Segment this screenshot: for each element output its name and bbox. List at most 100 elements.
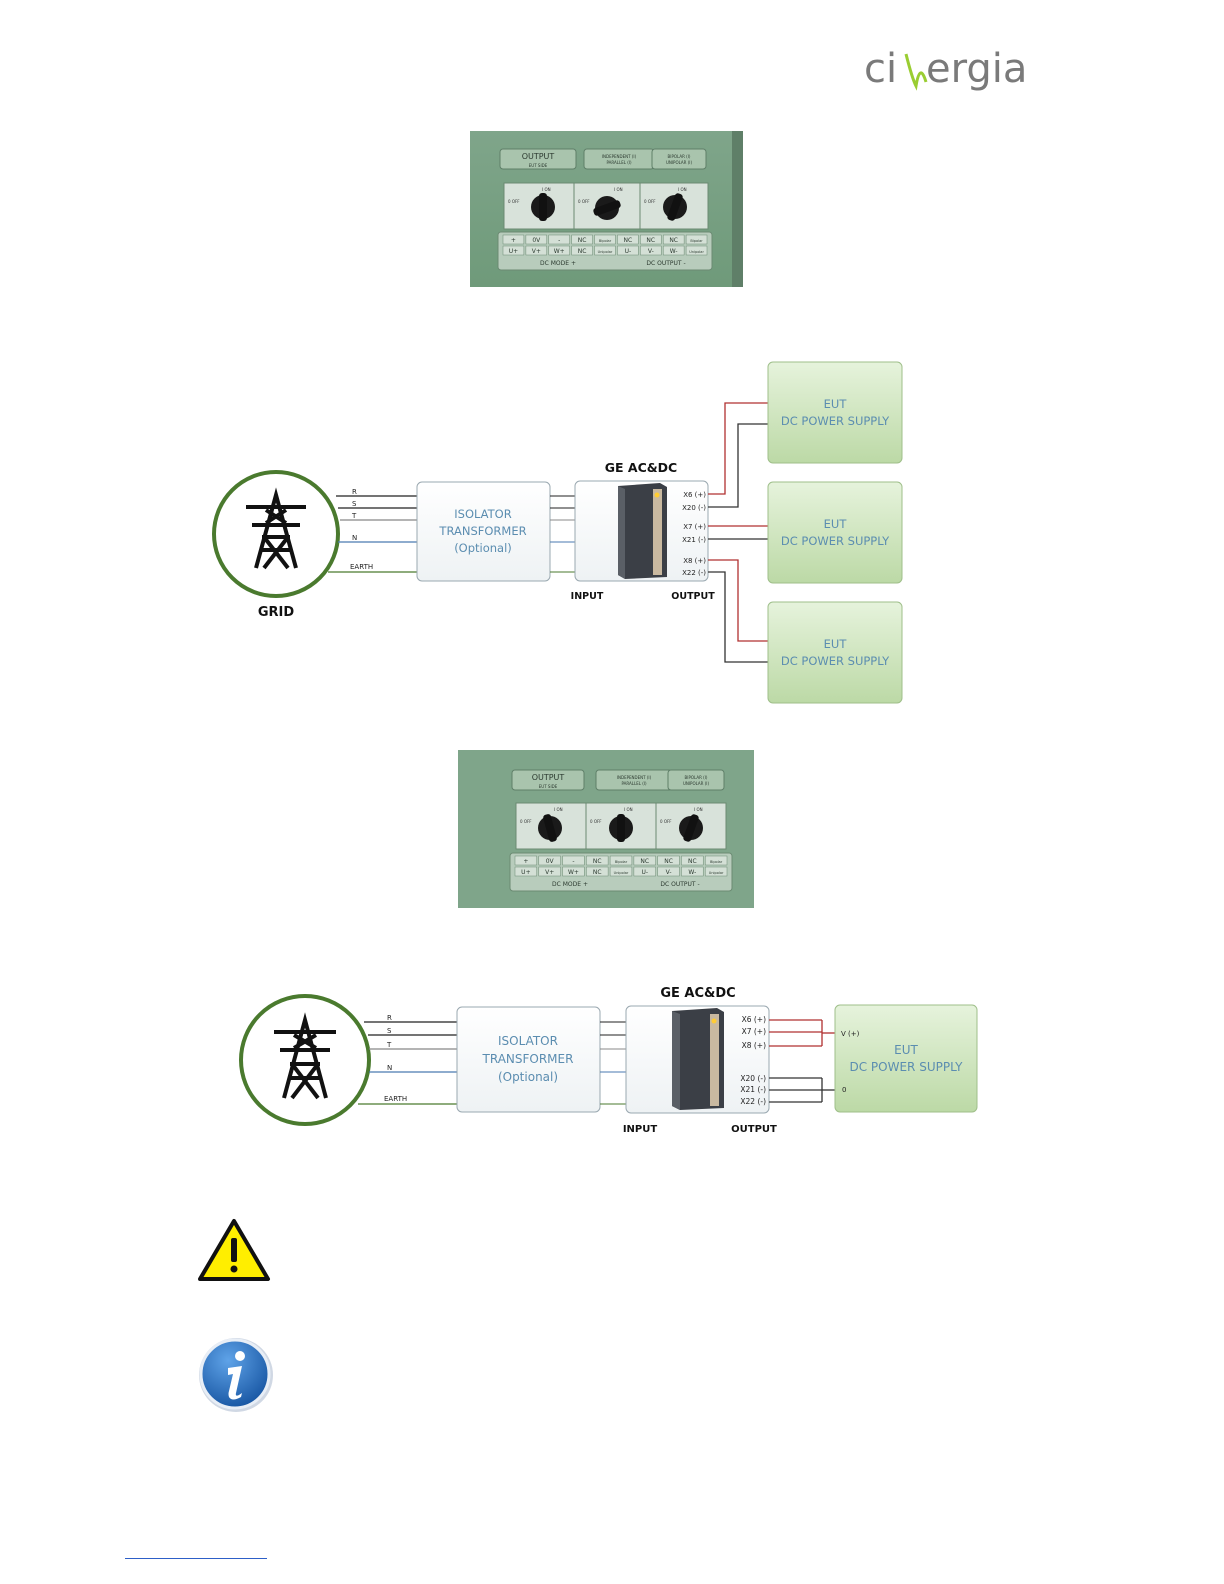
terminal-cell-label: Unipolar	[709, 871, 724, 875]
warning-triangle-icon	[197, 1218, 271, 1282]
terminal-cell	[681, 866, 704, 877]
terminal-x7: X7 (+)	[683, 523, 706, 531]
eut2-line2: DC POWER SUPPLY	[781, 534, 890, 548]
terminal-cell-label: Bipolar	[710, 860, 723, 864]
grid-circle-2	[239, 994, 371, 1126]
terminal-cell-label: Bipolar	[615, 860, 628, 864]
terminal-cell	[525, 234, 548, 245]
terminal-cell	[586, 855, 609, 866]
terminal-x21: X21 (-)	[682, 536, 706, 544]
terminal-cell-label: -	[558, 237, 560, 244]
terminal-cell	[640, 234, 662, 245]
d2-terminal-x22: X22 (-)	[740, 1097, 766, 1106]
line-earth-label: EARTH	[350, 563, 373, 571]
photo1-label-eut-side: EUT SIDE	[529, 163, 548, 168]
terminal-cell	[657, 866, 680, 877]
terminal-cell	[704, 855, 728, 866]
terminal-cell	[633, 855, 656, 866]
terminal-cell	[502, 234, 525, 245]
terminal-cell-label: NC	[669, 237, 678, 244]
photo2-knob2-on: I ON	[624, 807, 633, 812]
d2-isolator-line3: (Optional)	[498, 1070, 558, 1084]
isolator-line3: (Optional)	[454, 541, 512, 555]
terminal-cell-label: V+	[532, 248, 541, 255]
photo2-label-parallel: PARALLEL (I)	[621, 781, 646, 786]
d2-terminal-x7: X7 (+)	[742, 1027, 767, 1036]
d2-terminal-x8: X8 (+)	[742, 1041, 767, 1050]
terminal-cell	[594, 245, 616, 256]
photo1-label-parallel: PARALLEL (I)	[606, 160, 631, 165]
terminal-cell	[502, 245, 525, 256]
terminal-cell	[704, 866, 728, 877]
terminal-cell-label: NC	[646, 237, 655, 244]
ge-cabinet-icon	[618, 483, 667, 579]
eut1-line1: EUT	[824, 397, 848, 411]
terminal-cell-label: NC	[688, 858, 697, 865]
d2-line-s-label: S	[387, 1027, 392, 1035]
line-t-label: T	[351, 512, 357, 520]
photo1-label-output: OUTPUT	[522, 152, 555, 161]
grid-label: GRID	[258, 605, 295, 620]
terminal-cell-label: Bipolar	[599, 239, 612, 243]
d2-eut-line1: EUT	[894, 1043, 918, 1057]
photo1-knob3-on: I ON	[678, 187, 687, 192]
terminal-x20: X20 (-)	[682, 504, 706, 512]
terminal-x6: X6 (+)	[683, 491, 706, 499]
d2-ge-acdc-label: GE AC&DC	[660, 986, 735, 1001]
isolator-transformer-box	[416, 481, 551, 582]
ge-input-label: INPUT	[571, 591, 604, 602]
eut-box-2	[767, 481, 903, 584]
terminal-cell	[548, 234, 570, 245]
photo1-label-bipolar: BIPOLAR (I)	[668, 154, 691, 159]
terminal-cell-label: Unipolar	[598, 250, 613, 254]
eut1-line2: DC POWER SUPPLY	[781, 414, 890, 428]
terminal-cell	[562, 855, 585, 866]
terminal-cell	[662, 234, 685, 245]
terminal-cell-label: Unipolar	[689, 250, 704, 254]
isolator-line2: TRANSFORMER	[438, 524, 526, 538]
d2-terminal-x21: X21 (-)	[740, 1085, 766, 1094]
terminal-cell-label: Bipolar	[690, 239, 703, 243]
d2-output-label: OUTPUT	[731, 1124, 777, 1135]
terminal-cell	[562, 866, 585, 877]
terminal-cell-label: V+	[545, 869, 554, 876]
terminal-cell-label: U-	[641, 869, 648, 876]
terminal-cell-label: 0V	[532, 237, 541, 244]
terminal-cell-label: NC	[593, 858, 602, 865]
terminal-cell-label: NC	[578, 248, 587, 255]
terminal-x22: X22 (-)	[682, 569, 706, 577]
terminal-cell-label: W+	[568, 869, 579, 876]
terminal-cell-label: U-	[625, 248, 632, 255]
terminal-cell	[617, 234, 639, 245]
terminal-cell	[640, 245, 662, 256]
ge-acdc-label: GE AC&DC	[605, 460, 677, 475]
terminal-cell-label: W-	[670, 248, 678, 255]
terminal-x8: X8 (+)	[683, 557, 706, 565]
info-circle-icon	[196, 1335, 276, 1415]
terminal-cell-label: 0V	[546, 858, 555, 865]
footnote-separator	[125, 1558, 267, 1559]
terminal-cell	[662, 245, 685, 256]
eut-zero-label: 0	[842, 1086, 846, 1094]
photo1-label-independent: INDEPENDENT (I)	[602, 154, 637, 159]
d2-line-t-label: T	[386, 1041, 392, 1049]
isolator-line1: ISOLATOR	[454, 507, 511, 521]
terminal-cell	[609, 855, 633, 866]
panel-photo-1: OUTPUT EUT SIDE INDEPENDENT (I) PARALLEL…	[470, 131, 743, 287]
terminal-cell-label: V-	[648, 248, 654, 255]
line-s-label: S	[352, 500, 357, 508]
photo1-knob1-off: 0 OFF	[508, 199, 520, 204]
terminal-cell	[594, 234, 616, 245]
terminal-cell	[685, 245, 708, 256]
terminal-cell	[633, 866, 656, 877]
terminal-cell-label: NC	[640, 858, 649, 865]
d2-line-n-label: N	[387, 1064, 392, 1072]
photo2-knob3-on: I ON	[694, 807, 703, 812]
terminal-cell-label: NC	[664, 858, 673, 865]
eut-vplus-label: V (+)	[841, 1030, 860, 1038]
terminal-cell-label: W-	[688, 869, 696, 876]
photo2-knob3-off: 0 OFF	[660, 819, 672, 824]
cinergia-logo: ci ergia	[862, 42, 1032, 98]
photo1-label-unipolar: UNIPOLAR (I)	[666, 160, 693, 165]
panel-photo-2: OUTPUT EUT SIDE INDEPENDENT (I) PARALLEL…	[458, 750, 754, 908]
